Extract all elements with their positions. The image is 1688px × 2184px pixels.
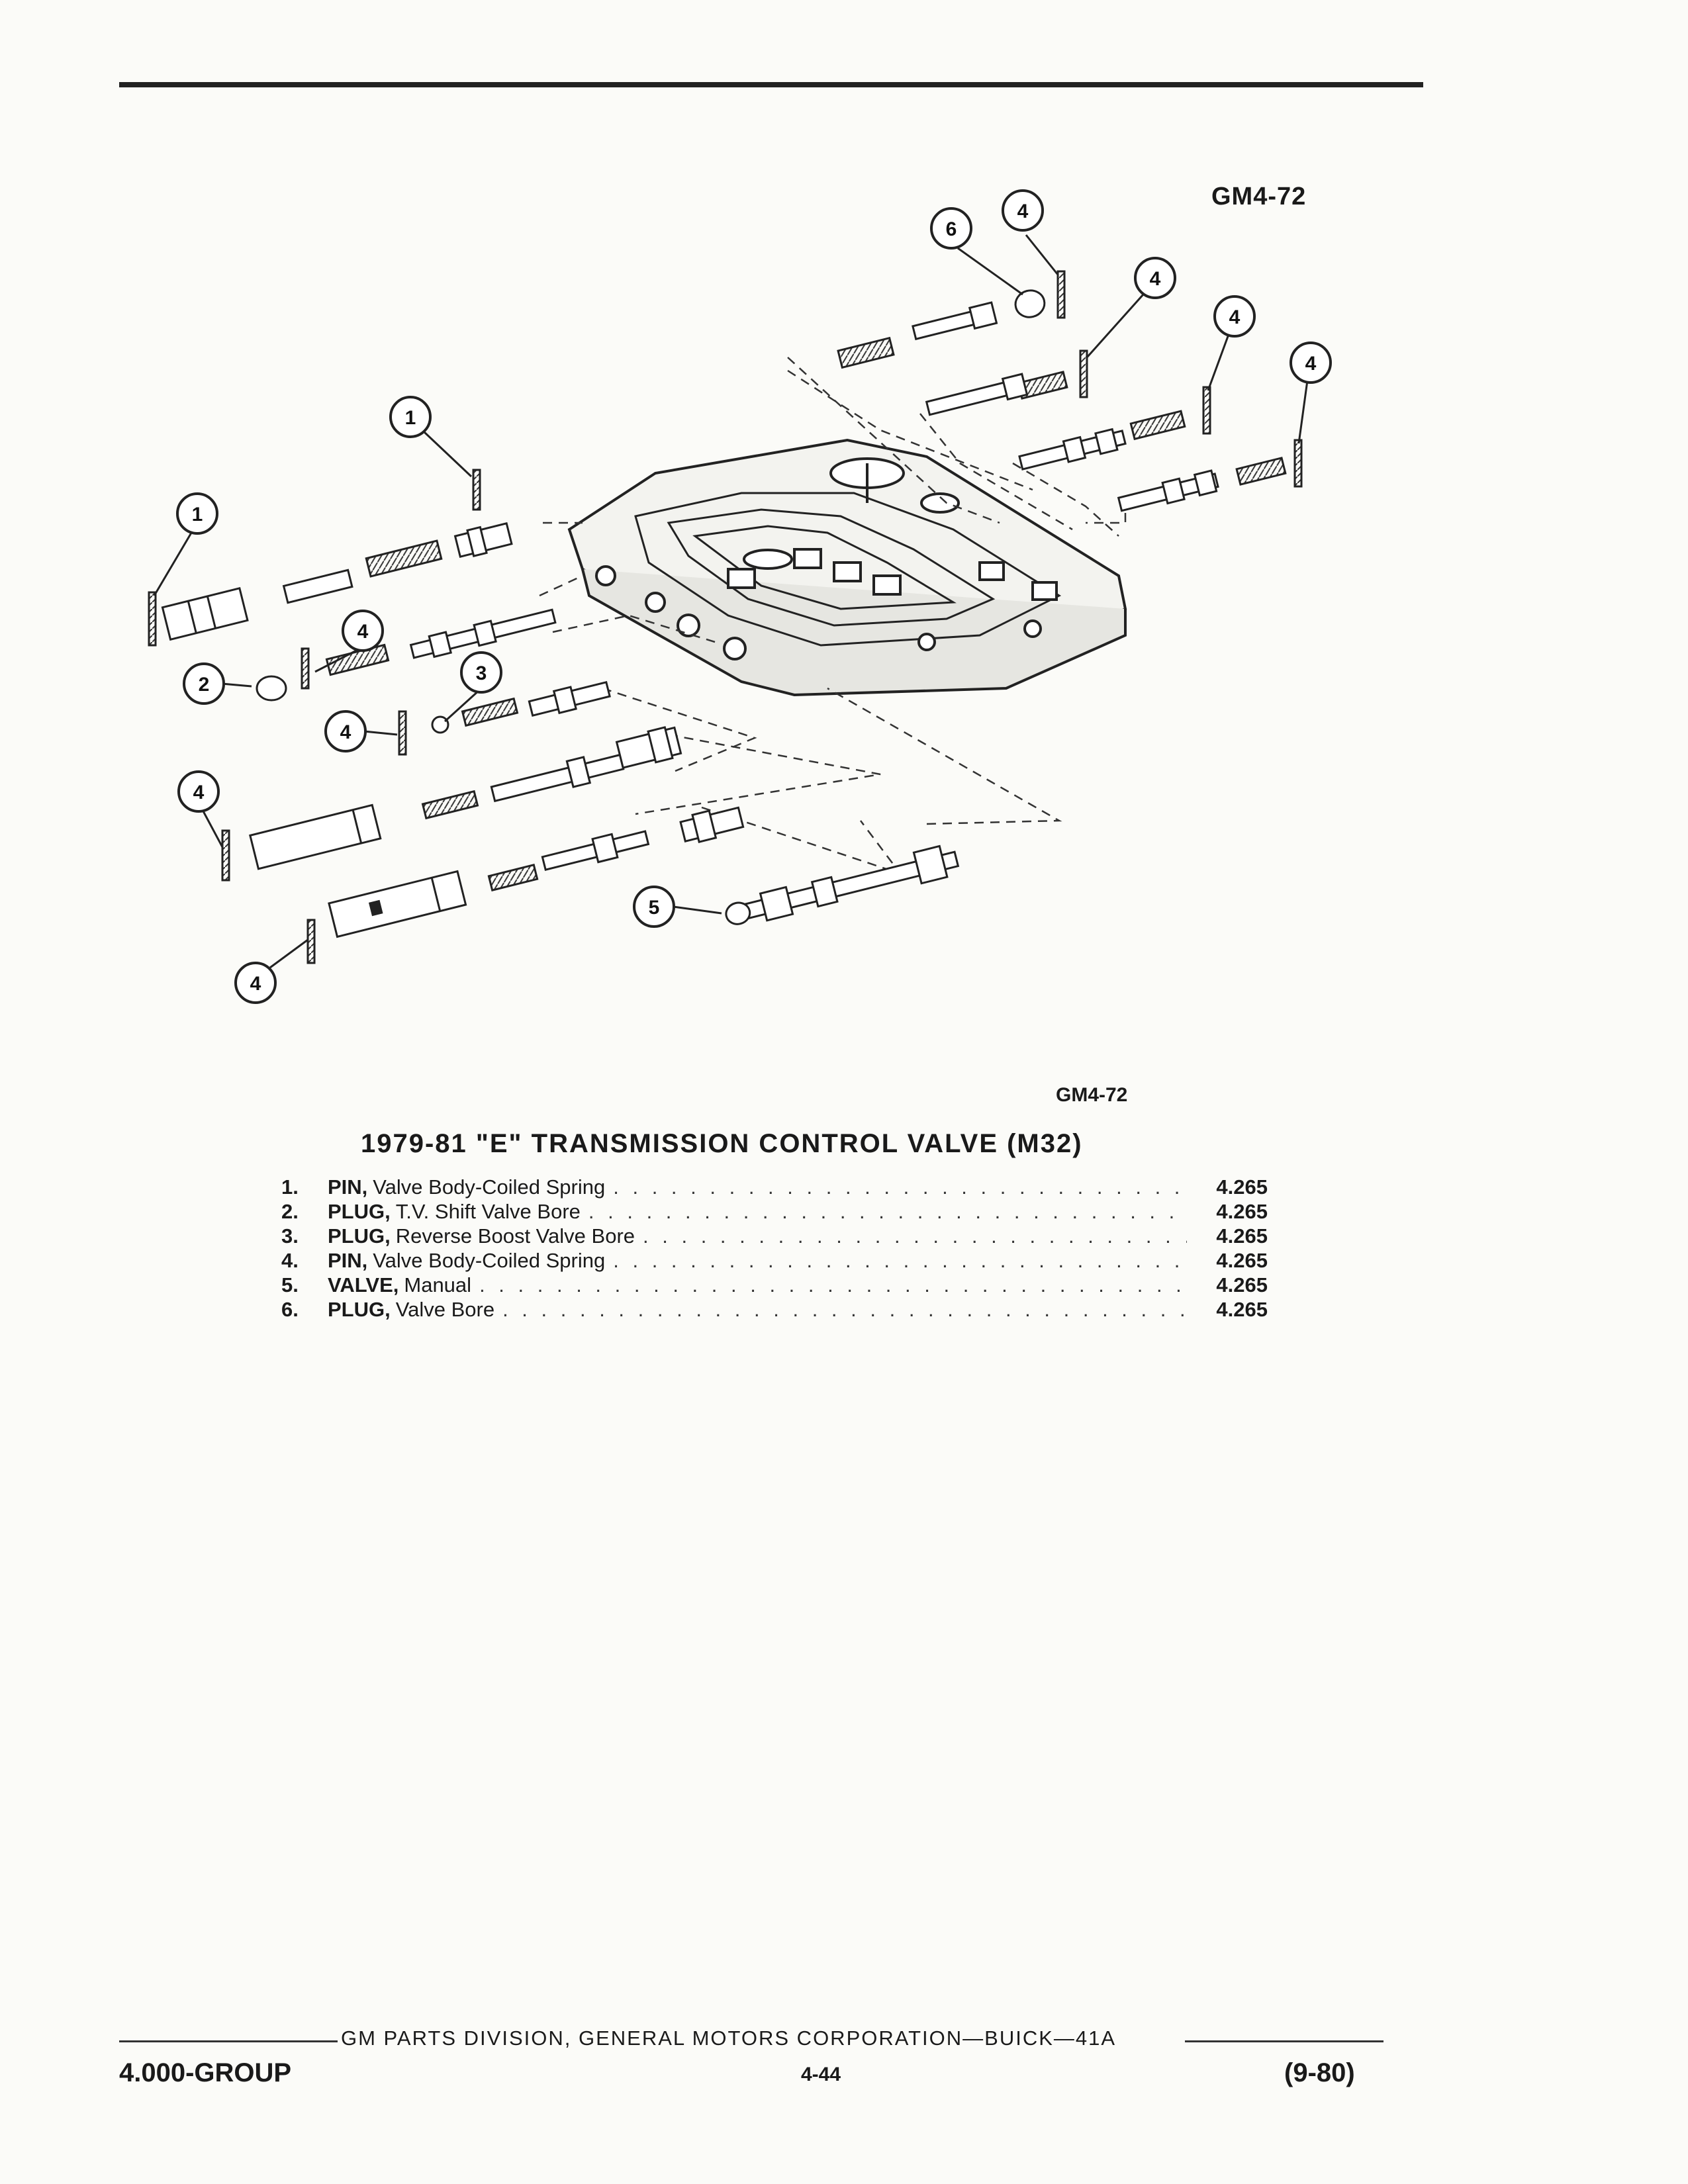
svg-text:6: 6 [946, 218, 957, 240]
part-number: 3. [281, 1224, 299, 1248]
footer-group: 4.000-GROUP [119, 2058, 292, 2087]
leader-dots [479, 1273, 1187, 1297]
svg-text:4: 4 [1150, 268, 1161, 290]
part-description: Valve Body-Coiled Spring [373, 1249, 606, 1272]
springs [325, 336, 1287, 891]
valve-spools [161, 289, 1219, 938]
svg-text:4: 4 [1305, 353, 1317, 375]
parts-list-row: 2. PLUG, T.V. Shift Valve Bore 4.265 [281, 1200, 1268, 1224]
part-number: 1. [281, 1175, 299, 1199]
footer-date-code: (9-80) [1284, 2058, 1355, 2087]
parts-list-row: 4. PIN, Valve Body-Coiled Spring 4.265 [281, 1249, 1268, 1273]
svg-text:4: 4 [193, 782, 205, 803]
callout-4-a [1002, 189, 1044, 232]
callout-3 [460, 651, 502, 694]
part-reference: 4.265 [1216, 1298, 1268, 1321]
part-name: VALVE, [328, 1273, 399, 1297]
callout-4-b [1134, 257, 1176, 299]
part-description: T.V. Shift Valve Bore [395, 1200, 581, 1223]
callout-4-e [342, 610, 384, 652]
exploded-valve-diagram: 6 4 4 4 4 1 1 2 4 3 4 4 4 5 [148, 189, 1332, 1004]
callout-4-h [234, 962, 277, 1004]
part-reference: 4.265 [1216, 1224, 1268, 1248]
svg-text:1: 1 [192, 504, 203, 525]
svg-text:4: 4 [250, 973, 261, 995]
callout-4-c [1213, 295, 1256, 338]
parts-list-row: 6. PLUG, Valve Bore 4.265 [281, 1298, 1268, 1322]
svg-text:3: 3 [476, 662, 487, 684]
part-name: PLUG, [328, 1224, 391, 1248]
svg-text:1: 1 [405, 407, 416, 429]
leader-dots [588, 1200, 1187, 1224]
footer-page-number: 4-44 [801, 2064, 841, 2085]
callout-5 [633, 886, 675, 928]
part-reference: 4.265 [1216, 1273, 1268, 1297]
parts-list-row: 5. VALVE, Manual 4.265 [281, 1273, 1268, 1298]
part-name: PLUG, [328, 1200, 391, 1223]
callout-leaders [153, 234, 1309, 969]
valve-body-casting [567, 438, 1127, 697]
callout-6-top [930, 207, 972, 250]
part-number: 6. [281, 1298, 299, 1321]
svg-text:2: 2 [199, 674, 210, 696]
top-rule [119, 82, 1423, 87]
callout-1-b [176, 492, 218, 535]
part-description: Reverse Boost Valve Bore [395, 1224, 635, 1248]
footer-rule-left [119, 2040, 338, 2042]
parts-list-row: 3. PLUG, Reverse Boost Valve Bore 4.265 [281, 1224, 1268, 1249]
part-number: 5. [281, 1273, 299, 1297]
part-name: PIN, [328, 1249, 368, 1272]
parts-list-row: 1. PIN, Valve Body-Coiled Spring 4.265 [281, 1175, 1268, 1200]
callout-4-g [177, 770, 220, 813]
part-name: PLUG, [328, 1298, 391, 1321]
svg-text:4: 4 [340, 721, 352, 743]
callout-4-d [1289, 341, 1332, 384]
callout-2 [183, 662, 225, 705]
part-number: 2. [281, 1200, 299, 1223]
spring-pins [148, 270, 1303, 964]
part-description: Valve Body-Coiled Spring [373, 1175, 606, 1199]
callout-labels: 6 4 4 4 4 1 1 2 4 3 4 4 4 5 [192, 201, 1317, 995]
figure-caption: 1979-81 "E" TRANSMISSION CONTROL VALVE (… [361, 1129, 1083, 1158]
part-number: 4. [281, 1249, 299, 1272]
footer-publisher: GM PARTS DIVISION, GENERAL MOTORS CORPOR… [341, 2026, 1117, 2050]
part-reference: 4.265 [1216, 1249, 1268, 1272]
dashed-leaders [539, 357, 1127, 876]
figure-id-bottom: GM4-72 [1056, 1084, 1128, 1106]
leader-dots [613, 1175, 1187, 1199]
svg-text:4: 4 [1017, 201, 1029, 222]
part-description: Valve Bore [395, 1298, 495, 1321]
leader-dots [643, 1224, 1187, 1248]
leader-dots [613, 1249, 1187, 1273]
svg-text:5: 5 [649, 897, 660, 919]
part-name: PIN, [328, 1175, 368, 1199]
parts-list: 1. PIN, Valve Body-Coiled Spring 4.265 2… [281, 1175, 1268, 1322]
svg-text:4: 4 [1229, 306, 1241, 328]
part-reference: 4.265 [1216, 1175, 1268, 1199]
part-description: Manual [404, 1273, 472, 1297]
figure-id-top: GM4-72 [1211, 183, 1307, 210]
callouts [176, 189, 1332, 1004]
part-reference: 4.265 [1216, 1200, 1268, 1223]
svg-text:4: 4 [357, 621, 369, 643]
callout-1-a [389, 396, 432, 438]
callout-4-f [324, 710, 367, 752]
footer-rule-right [1185, 2040, 1383, 2042]
leader-dots [502, 1298, 1187, 1322]
